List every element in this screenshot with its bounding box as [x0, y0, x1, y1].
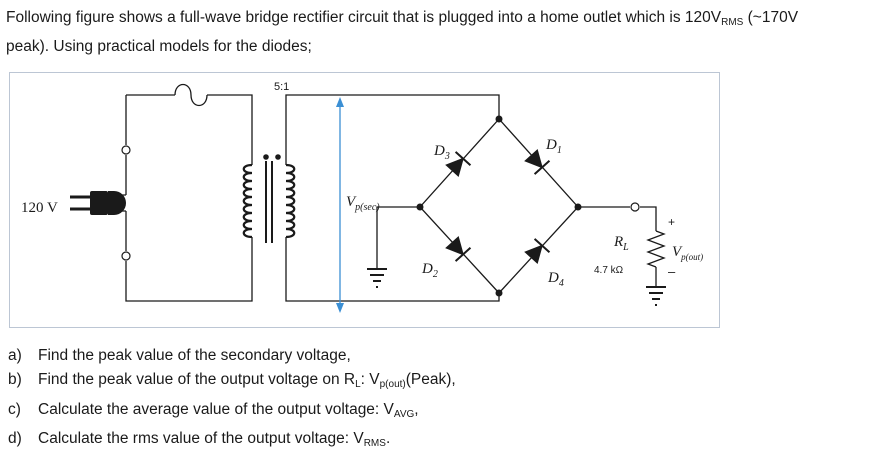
secondary-voltage-label: Vp(sec) — [346, 194, 380, 213]
question-letter: b) — [8, 371, 22, 389]
fuse-icon — [174, 83, 208, 107]
load-resistor-value: 4.7 kΩ — [594, 265, 624, 276]
secondary-voltage-arrow — [336, 97, 344, 313]
primary-bottom-wire — [125, 243, 253, 302]
question-a: a) Find the peak value of the secondary v… — [8, 344, 456, 368]
load-resistor-symbol — [646, 230, 666, 268]
question-letter: d) — [8, 429, 22, 447]
secondary-coil — [285, 163, 296, 239]
intro-rms-subscript: RMS — [721, 17, 744, 28]
problem-intro: Following figure shows a full-wave bridg… — [6, 6, 884, 59]
question-letter: c) — [8, 400, 21, 418]
diode-d2-icon — [445, 236, 472, 262]
output-terminal — [630, 202, 640, 212]
source-voltage-label: 120 V — [21, 200, 58, 216]
ground-icon-right — [646, 286, 666, 306]
intro-line2: peak). Using practical models for the di… — [6, 38, 312, 55]
diode-d1-label: D1 — [545, 137, 562, 156]
primary-top-wire-right — [207, 94, 253, 165]
question-c: c)Calculate the average value of the out… — [8, 398, 456, 427]
ground-icon-left — [367, 268, 387, 288]
output-plus-sign: + — [668, 215, 675, 229]
diode-d4-icon — [524, 238, 551, 264]
output-minus-sign: – — [668, 264, 676, 279]
terminal-bottom — [121, 251, 131, 261]
bridge-rectifier-diagram: 5:1 120 V Vp(sec) D3 D1 D2 D4 RL 4.7 kΩ … — [21, 81, 703, 313]
intro-line1-tail: (~170V — [743, 9, 799, 26]
load-resistor-label: RL — [613, 234, 629, 253]
diode-d1-icon — [524, 149, 551, 175]
diode-d4-label: D4 — [547, 270, 564, 289]
output-voltage-label: Vp(out) — [672, 244, 703, 262]
terminal-top — [121, 145, 131, 155]
secondary-top-wire — [285, 94, 500, 165]
question-b: b)Find the peak value of the output volt… — [8, 368, 456, 397]
turns-ratio-label: 5:1 — [274, 81, 289, 93]
ground-wire-left — [376, 206, 420, 269]
secondary-bottom-wire — [285, 237, 500, 302]
diode-d2-label: D2 — [421, 261, 438, 280]
question-letter: a) — [8, 347, 22, 364]
question-list: a) Find the peak value of the secondary v… — [8, 344, 456, 456]
question-text: Find the peak value of the secondary vol… — [38, 347, 351, 364]
diode-d3-label: D3 — [433, 143, 450, 162]
plug-icon — [70, 191, 126, 215]
circuit-figure: 5:1 120 V Vp(sec) D3 D1 D2 D4 RL 4.7 kΩ … — [9, 72, 720, 328]
question-d: d)Calculate the rms value of the output … — [8, 427, 456, 456]
diode-d3-icon — [445, 151, 472, 177]
intro-line1: Following figure shows a full-wave bridg… — [6, 9, 722, 26]
primary-coil — [242, 163, 253, 239]
transformer-core — [265, 161, 273, 243]
